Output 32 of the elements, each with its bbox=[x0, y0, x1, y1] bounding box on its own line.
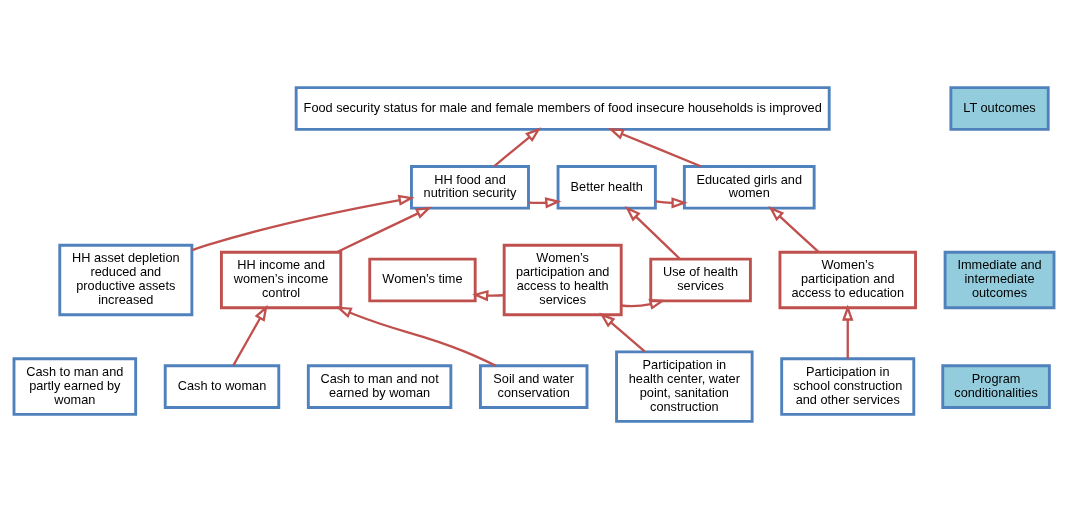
node-box: Cash to man and partly earned by woman bbox=[12, 357, 138, 416]
node-box: Women’s time bbox=[368, 257, 477, 303]
node-box: Women’s participation and access to health services bbox=[502, 243, 623, 317]
arrow bbox=[336, 206, 432, 253]
node-box: Cash to woman bbox=[163, 364, 281, 409]
arrow bbox=[232, 304, 268, 366]
node-box: Educated girls and women bbox=[682, 165, 816, 210]
node-box: Immediate and intermediate outcomes bbox=[943, 250, 1056, 310]
node-box: Women’s participation and access to education bbox=[778, 250, 917, 310]
node-box: LT outcomes bbox=[949, 86, 1050, 131]
node-box: Better health bbox=[556, 165, 657, 210]
node-box: Participation in school construction and other services bbox=[780, 357, 916, 416]
arrow bbox=[607, 128, 702, 168]
node-box: Participation in health center, water point, sanitation construction bbox=[615, 350, 754, 423]
node-box: HH food and nutrition security bbox=[410, 165, 530, 210]
arrow bbox=[493, 127, 542, 167]
node-box: HH income and women’s income control bbox=[219, 250, 343, 310]
node-box: Use of health services bbox=[649, 257, 752, 303]
arrow bbox=[655, 197, 688, 209]
node-box: Cash to man and not earned by woman bbox=[306, 364, 453, 409]
arrow bbox=[472, 289, 504, 302]
arrow bbox=[842, 304, 854, 359]
node-box: Soil and water conservation bbox=[478, 364, 589, 409]
arrow bbox=[599, 312, 646, 353]
arrow bbox=[624, 206, 681, 260]
arrow bbox=[621, 298, 666, 310]
arrow bbox=[335, 306, 497, 367]
node-box: HH asset depletion reduced and productive assets increased bbox=[58, 243, 194, 317]
node-box: Program conditionalities bbox=[941, 364, 1051, 409]
arrow bbox=[191, 194, 415, 252]
node-box: Food security status for male and female members of food insecure households is improved bbox=[294, 86, 831, 131]
arrow bbox=[768, 206, 819, 253]
